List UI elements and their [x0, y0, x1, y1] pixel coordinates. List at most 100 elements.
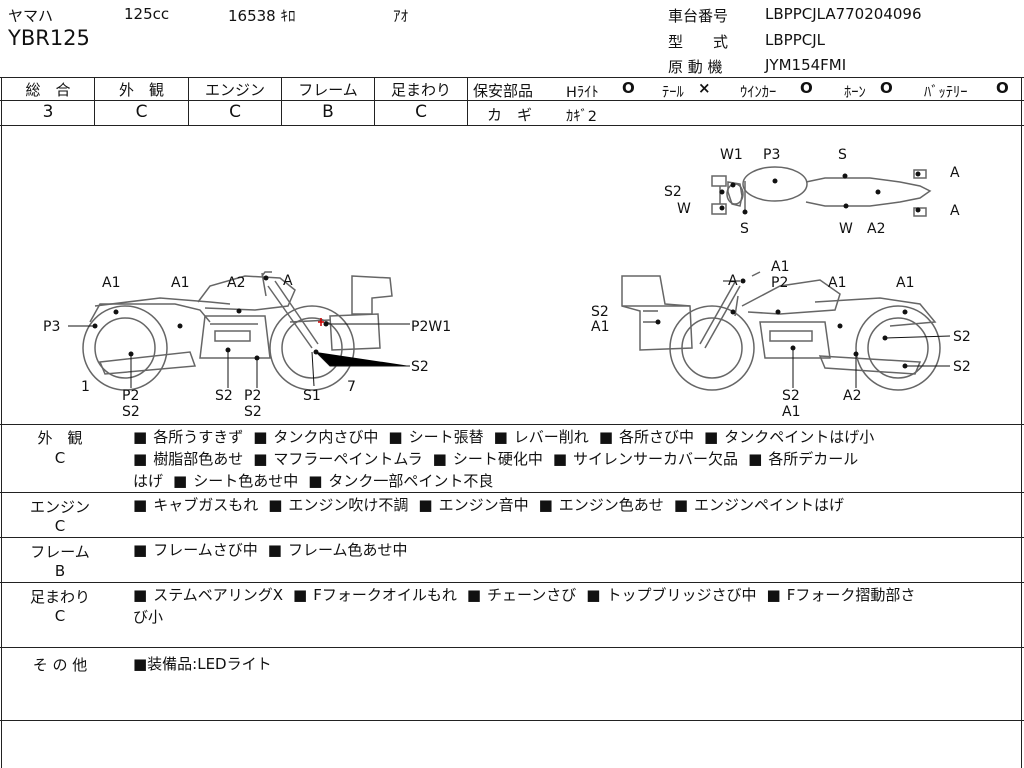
label-left-s2b: S2	[122, 404, 140, 420]
safety-horn-label: ﾎｰﾝ	[844, 85, 866, 101]
remark-item: 各所うすきず	[133, 428, 243, 446]
safety-taillight-mark: ×	[698, 79, 711, 97]
remark-item: マフラーペイントムラ	[253, 450, 422, 468]
remark-item: レバー削れ	[494, 428, 589, 446]
label-right-a1e: A1	[782, 404, 800, 420]
grade-header-exterior: 外 観	[118, 81, 164, 99]
maker: ヤマハ	[8, 7, 54, 25]
label-left-s2d: S2	[244, 404, 262, 420]
remark-grade: C	[54, 517, 66, 535]
displacement: 125cc	[124, 5, 170, 23]
divider	[0, 537, 1024, 538]
label-right-s2d: S2	[782, 388, 800, 404]
key-value: ｶｷﾞ2	[566, 109, 597, 125]
chassis-value: LBPPCJLA770204096	[765, 5, 922, 23]
type-value: LBPPCJL	[765, 31, 825, 49]
leader-lines	[68, 280, 951, 388]
remark-category: そ の 他	[32, 656, 88, 674]
safety-horn-mark: O	[880, 79, 893, 97]
label-left-s2c: S2	[215, 388, 233, 404]
remark-item: チェーンさび	[467, 586, 576, 604]
grade-value-engine: C	[229, 102, 241, 122]
label-left-a2: A2	[227, 275, 245, 291]
remark-item: Fフォークオイルもれ	[293, 586, 457, 604]
remark-item: トップブリッジさび中	[586, 586, 756, 604]
grade-header-engine: エンジン	[204, 81, 265, 99]
divider	[0, 424, 1024, 425]
label-right-a1d: A1	[591, 319, 609, 335]
label-right-s2c: S2	[953, 359, 971, 375]
remark-text: ステムベアリングXFフォークオイルもれチェーンさびトップブリッジさび中Fフォーク…	[133, 584, 1013, 628]
label-right-p2: P2	[771, 275, 788, 291]
remark-item: フレーム色あせ中	[268, 541, 408, 559]
left-view-bike	[82, 271, 393, 391]
remark-grade: C	[54, 449, 66, 467]
model-name: YBR125	[8, 26, 90, 50]
label-left-p2w1: P2W1	[411, 319, 451, 335]
remark-item: シート硬化中	[433, 450, 543, 468]
label-top-s-bottom: S	[740, 221, 749, 237]
engine-value: JYM154FMI	[765, 56, 847, 74]
engine-label: 原 動 機	[668, 58, 723, 76]
right-view-labels: A A1 P2 A1 A1 S2 A1 S2 S2 S2 A1 A2	[591, 259, 971, 420]
top-view-bike	[711, 166, 932, 217]
remark-item: Fフォーク摺動部さ	[767, 586, 916, 604]
label-top-w1: W1	[720, 147, 743, 163]
remark-category: 外 観	[37, 429, 83, 447]
damage-points	[92, 171, 921, 369]
remark-line: ステムベアリングXFフォークオイルもれチェーンさびトップブリッジさび中Fフォーク…	[133, 584, 1013, 606]
label-left-p2b: P2	[244, 388, 261, 404]
label-left-s2: S2	[411, 359, 429, 375]
divider	[0, 77, 1024, 78]
label-left-s1: S1	[303, 388, 321, 404]
divider	[0, 647, 1024, 648]
divider	[467, 77, 468, 125]
label-left-a: A	[283, 273, 293, 289]
remark-line: はげシート色あせ中タンク一部ペイント不良	[133, 470, 1013, 492]
remark-line: び小	[133, 608, 164, 626]
grade-header-overall: 総 合	[25, 81, 71, 99]
remark-category: 足まわり	[29, 588, 90, 606]
label-left-7: 7	[347, 379, 356, 395]
remark-text: キャブガスもれエンジン吹け不調エンジン音中エンジン色あせエンジンペイントはげ	[133, 494, 1013, 516]
remark-category: エンジン	[29, 498, 90, 516]
label-top-p3: P3	[763, 147, 780, 163]
label-right-a: A	[728, 273, 738, 289]
color: ｱｵ	[393, 7, 409, 25]
remark-grade: B	[54, 562, 66, 580]
safety-battery-mark: O	[996, 79, 1009, 97]
label-top-a-bottom: A	[950, 203, 960, 219]
safety-winker-mark: O	[800, 79, 813, 97]
top-view-labels: W1 P3 S A S2 W S W A2 A	[664, 147, 960, 237]
grade-header-suspension: 足まわり	[390, 81, 451, 99]
label-left-a1: A1	[102, 275, 120, 291]
grade-header-frame: フレーム	[298, 81, 358, 99]
label-top-s2: S2	[664, 184, 682, 200]
damage-diagram: W1 P3 S A S2 W S W A2 A A1 A1 A2 A P3 P2…	[43, 147, 971, 420]
motorcycle-drawings	[82, 166, 941, 391]
marker-red	[318, 318, 324, 326]
right-view-bike	[621, 271, 941, 391]
divider	[188, 77, 189, 125]
remark-item: フレームさび中	[133, 541, 258, 559]
divider	[0, 720, 1024, 721]
remark-text: ■装備品:LEDライト	[133, 655, 272, 673]
grade-value-overall: 3	[42, 102, 54, 122]
safety-battery-label: ﾊﾞｯﾃﾘｰ	[924, 85, 968, 101]
divider	[94, 77, 95, 125]
divider	[468, 100, 1024, 101]
remark-item: エンジンペイントはげ	[674, 496, 844, 514]
label-top-a2: A2	[867, 221, 885, 237]
divider	[0, 492, 1024, 493]
safety-headlight-label: Hﾗｲﾄ	[566, 85, 599, 101]
safety-headlight-mark: O	[622, 79, 635, 97]
label-right-s2b: S2	[953, 329, 971, 345]
remark-item: エンジン音中	[418, 496, 528, 514]
left-view-labels: A1 A1 A2 A P3 P2W1 S2 1 P2 S2 S2 P2 S2 S…	[43, 273, 451, 420]
remark-item: キャブガスもれ	[133, 496, 258, 514]
remark-item: シート張替	[388, 428, 483, 446]
divider	[281, 77, 282, 125]
label-top-a: A	[950, 165, 960, 181]
remark-item: シート色あせ中	[173, 472, 298, 490]
remark-item: エンジン色あせ	[539, 496, 664, 514]
